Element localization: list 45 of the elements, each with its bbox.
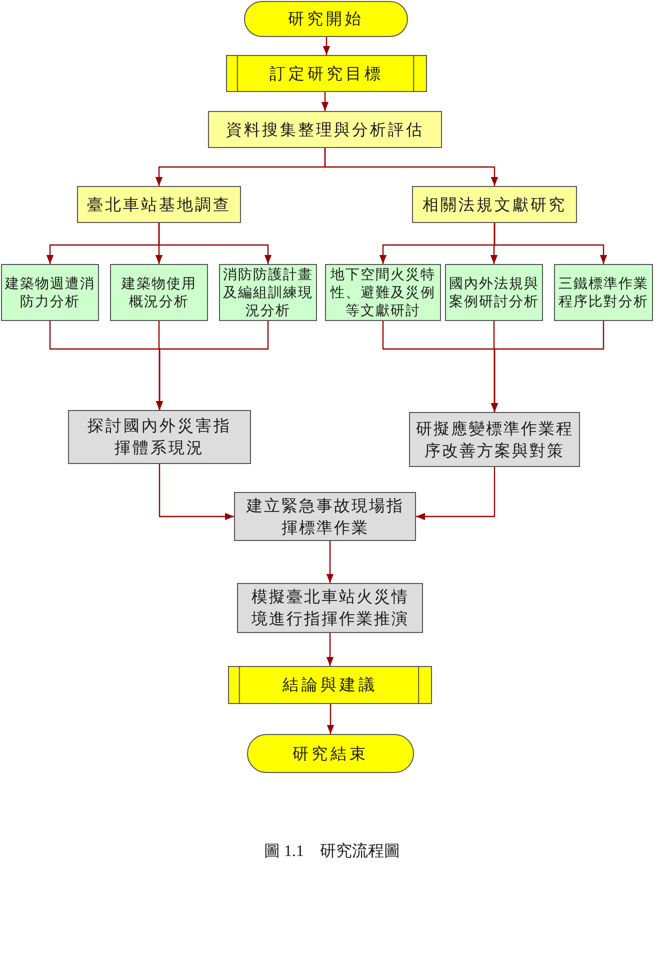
node-label: 研擬應變標準作業程序改善方案與對策 [414,418,574,462]
predefined-process-box [226,55,427,92]
arrow [324,148,498,186]
arrow [158,464,234,520]
terminal-pill [247,734,414,773]
process-box [554,264,653,321]
process-box [445,264,543,321]
node-label: 三鐵標準作業程序比對分析 [558,274,650,310]
arrow [322,37,330,55]
process-box [237,583,423,633]
node-label: 研究結束 [292,744,368,764]
node-label: 臺北車站基地調查 [87,194,231,214]
process-box [68,410,251,464]
node-label: 地下空間火災特性、避難及災例等文獻研討 [329,266,436,320]
node-label: 相關法規文獻研究 [422,194,566,214]
process-box [234,492,416,541]
process-box [412,186,577,223]
process-box [1,264,99,321]
node-label: 訂定研究目標 [270,64,384,84]
node-label: 消防防護計畫及編組訓練現況分析 [222,266,314,320]
arrow [158,223,272,264]
arrow [494,223,608,264]
arrow [326,704,334,734]
process-box [77,186,241,223]
arrow [321,92,329,111]
node-label: 研究開始 [288,9,364,29]
node-label: 結論與建議 [282,675,378,695]
node-label: 資料搜集整理與分析評估 [226,120,424,140]
arrow [326,633,334,666]
arrow [156,321,269,410]
node-label: 探討國內外災害指揮體系現況 [86,415,232,459]
process-box [208,111,442,148]
arrow [326,541,334,583]
figure-caption: 圖 1.1 研究流程圖 [264,842,400,862]
predefined-process-box [228,666,432,704]
terminal-pill [244,1,408,37]
node-label: 國內外法規與案例研討分析 [448,274,540,310]
process-box [409,412,580,467]
node-label: 建築物使用概況分析 [120,274,198,310]
process-box [110,264,208,321]
node-label: 建立緊急事故現場指揮標準作業 [245,494,405,538]
node-label: 模擬臺北車站火災情境進行指揮作業推演 [250,586,410,630]
node-label: 建築物週遭消防力分析 [4,274,96,310]
arrow [490,321,604,412]
arrow [416,467,496,520]
